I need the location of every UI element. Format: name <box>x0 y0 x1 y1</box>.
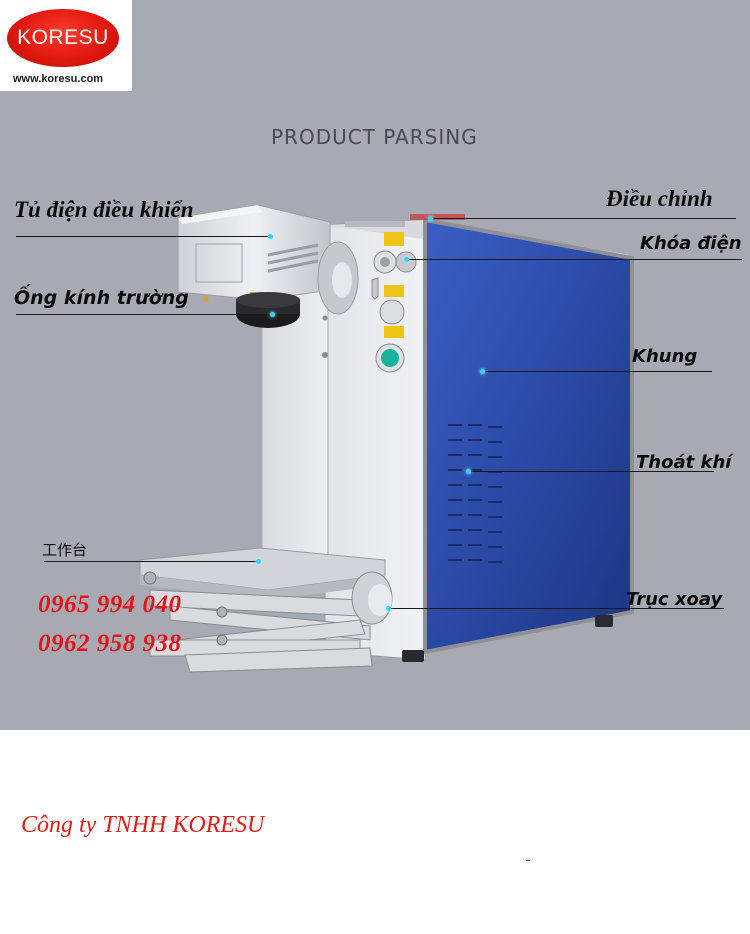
cabinet-blue-front <box>423 217 634 655</box>
label-exhaust: Thoát khí <box>636 452 732 473</box>
product-photo: KORESU www.koresu.com PRODUCT PARSING Tủ… <box>0 0 750 730</box>
label-rotary-axis: Trục xoay <box>626 589 723 610</box>
logo-text: KORESU <box>17 26 109 49</box>
phone-number-1: 0965 994 040 <box>38 591 182 618</box>
marker-dot <box>256 559 261 564</box>
marker-dot <box>268 234 273 239</box>
leader-line <box>470 471 714 472</box>
page-heading: PRODUCT PARSING <box>271 125 478 149</box>
label-frame: Khung <box>632 346 698 367</box>
laser-machine-illustration <box>139 204 634 673</box>
label-control-box: Tủ điện điều khiển <box>14 197 194 222</box>
logo-url: www.koresu.com <box>13 73 104 85</box>
label-field-lens: Ống kính trường <box>14 287 189 309</box>
warning-sticker <box>384 232 404 246</box>
label-power-lock: Khóa điện <box>640 233 742 254</box>
marker-dot <box>480 369 485 374</box>
logo-box: KORESU www.koresu.com <box>0 0 132 91</box>
divider-tick <box>526 860 530 861</box>
scissor-lift <box>149 589 373 673</box>
warning-sticker <box>384 285 404 297</box>
marker-dot <box>466 469 471 474</box>
cabinet-foot <box>402 650 424 662</box>
exhaust-vents <box>448 424 502 563</box>
company-name: Công ty TNHH KORESU <box>21 812 265 838</box>
leader-line <box>16 236 270 237</box>
leader-line <box>484 371 712 372</box>
leader-line <box>408 259 742 260</box>
marker-dot <box>270 312 275 317</box>
marker-dot <box>428 216 433 221</box>
marker-dot <box>386 606 391 611</box>
marker-dot <box>404 257 409 262</box>
leader-line <box>390 608 724 609</box>
green-button-icon <box>381 349 399 367</box>
label-adjust: Điều chỉnh <box>606 186 713 211</box>
label-worktable: 工作台 <box>42 541 88 559</box>
cabinet-foot <box>595 615 613 627</box>
knob-icon <box>379 299 405 325</box>
leader-line <box>16 314 272 315</box>
leader-line <box>432 218 736 219</box>
warning-sticker <box>384 326 404 338</box>
phone-number-2: 0962 958 938 <box>38 630 182 657</box>
logo-badge: KORESU <box>7 9 119 67</box>
leader-line <box>44 561 258 562</box>
